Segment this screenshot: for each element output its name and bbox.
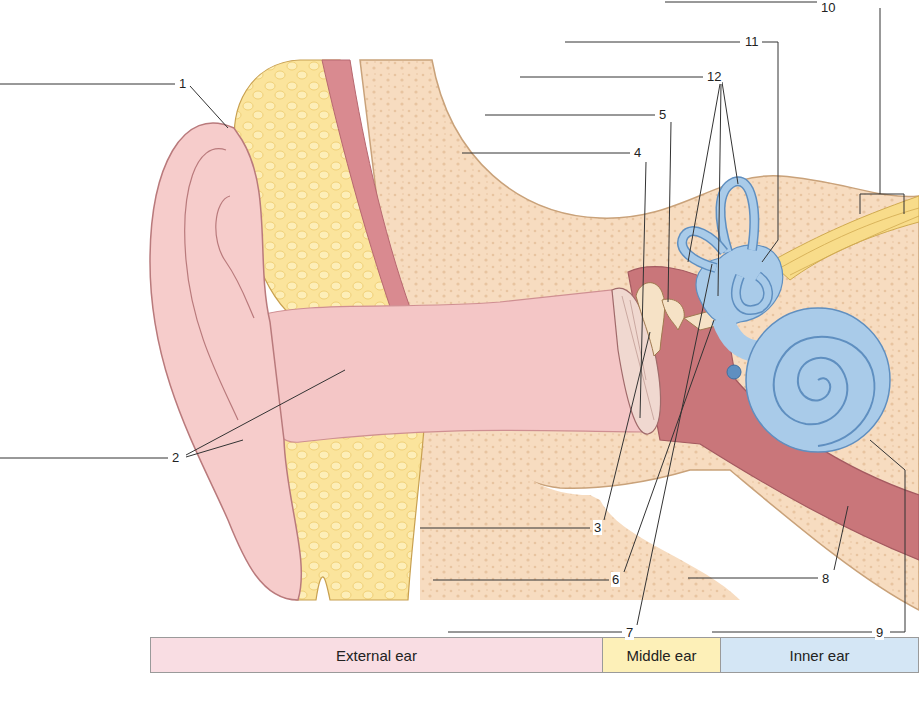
callout-number: 1: [178, 76, 187, 91]
callout-number: 12: [706, 69, 722, 84]
external-ear-band: External ear: [150, 637, 603, 673]
callout-number: 3: [593, 520, 602, 535]
callout-number: 8: [821, 571, 830, 586]
callout-number: 11: [744, 34, 760, 49]
region-label: Inner ear: [789, 647, 849, 664]
callout-number: 10: [820, 0, 836, 15]
callout-number: 5: [658, 107, 667, 122]
callout-number: 4: [633, 145, 642, 160]
inner-ear-band: Inner ear: [720, 637, 919, 673]
callout-number: 6: [611, 572, 620, 587]
callout-number: 2: [171, 450, 180, 465]
region-label: Middle ear: [626, 647, 696, 664]
callout-number: 7: [625, 625, 634, 640]
middle-ear-band: Middle ear: [602, 637, 721, 673]
callout-number: 9: [875, 625, 884, 640]
region-label: External ear: [336, 647, 417, 664]
